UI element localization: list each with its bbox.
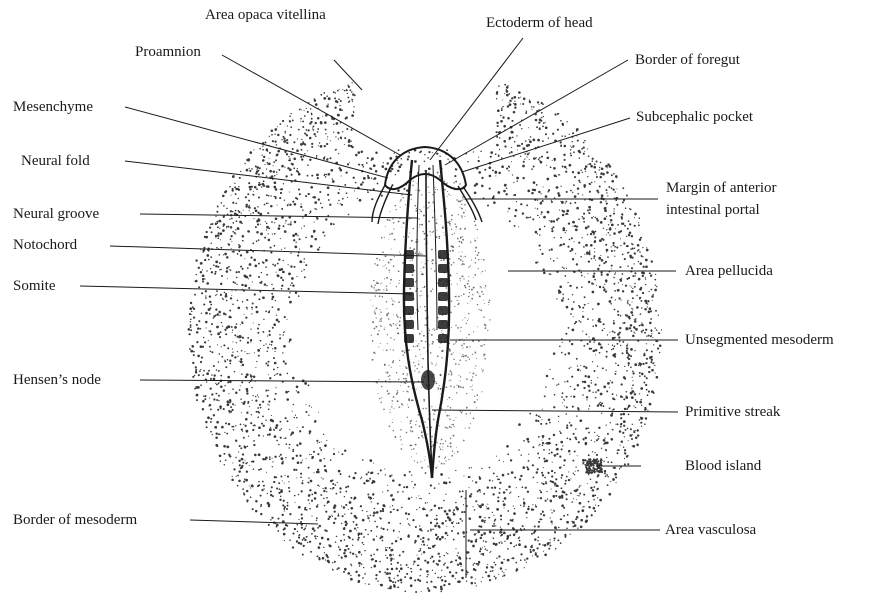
label-hensens-node: Hensen’s node <box>13 372 101 388</box>
label-unsegmented-mesoderm: Unsegmented mesoderm <box>685 332 834 348</box>
label-area-pellucida: Area pellucida <box>685 263 773 279</box>
label-neural-groove: Neural groove <box>13 206 100 222</box>
leader-primitive-streak <box>432 410 678 412</box>
label-margin-line-1: Margin of anterior <box>666 180 777 196</box>
leader-border-of-foregut <box>445 60 628 165</box>
label-border-of-foregut: Border of foregut <box>635 52 741 68</box>
label-border-of-mesoderm: Border of mesoderm <box>13 512 137 528</box>
leader-lines <box>80 38 678 578</box>
label-blood-island: Blood island <box>685 458 762 474</box>
label-subcephalic-pocket: Subcephalic pocket <box>636 109 754 125</box>
label-primitive-streak: Primitive streak <box>685 404 781 420</box>
label-ectoderm-of-head: Ectoderm of head <box>486 15 593 31</box>
label-notochord: Notochord <box>13 237 78 253</box>
leader-notochord <box>110 246 426 256</box>
labels: Area opaca vitellina Proamnion Ectoderm … <box>13 7 834 538</box>
hensens-node <box>421 370 435 390</box>
label-area-vasculosa: Area vasculosa <box>665 522 757 538</box>
label-margin-line-2: intestinal portal <box>666 202 760 218</box>
label-neural-fold: Neural fold <box>21 153 90 169</box>
label-mesenchyme: Mesenchyme <box>13 99 93 115</box>
leader-neural-groove <box>140 214 418 218</box>
leader-somite <box>80 286 412 294</box>
leader-ectoderm-of-head <box>430 38 523 160</box>
leader-subcephalic-pocket <box>462 118 630 172</box>
notochord-line <box>426 170 432 470</box>
label-somite: Somite <box>13 278 56 294</box>
leader-border-of-mesoderm <box>190 520 318 524</box>
label-area-opaca-vitellina: Area opaca vitellina <box>205 7 326 23</box>
label-proamnion: Proamnion <box>135 44 201 60</box>
area-vasculosa-stipple <box>188 82 663 593</box>
